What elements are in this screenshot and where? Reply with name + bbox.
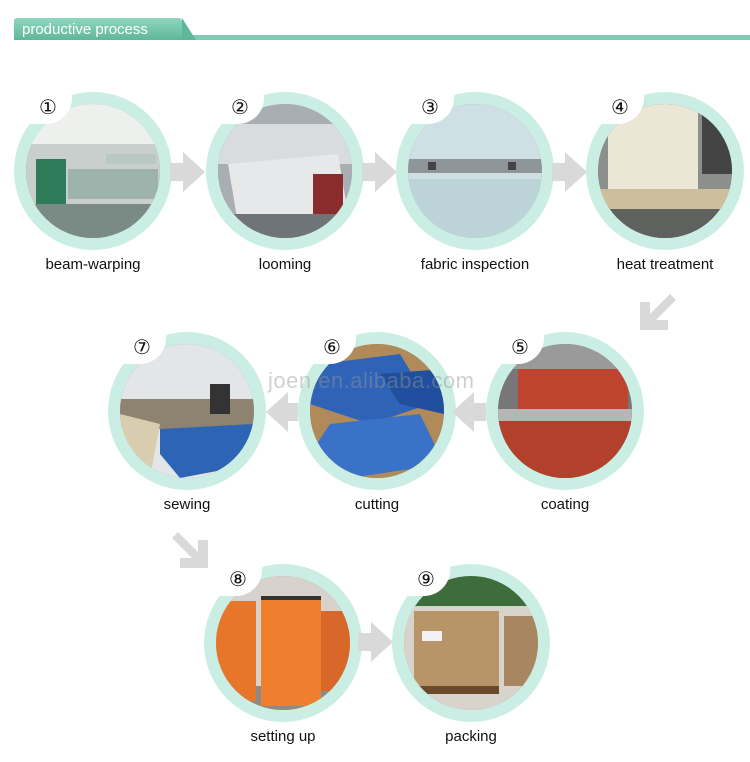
coating-photo bbox=[498, 344, 632, 478]
step-number: ① bbox=[24, 90, 72, 124]
arrow-shaft bbox=[472, 403, 486, 421]
step-label: sewing bbox=[163, 496, 211, 513]
watermark: joen.en.alibaba.com bbox=[268, 368, 475, 393]
section-title: productive process bbox=[22, 21, 148, 38]
step-label: setting up bbox=[250, 728, 316, 745]
arrow-shaft bbox=[552, 163, 566, 181]
arrow-right-icon bbox=[371, 622, 393, 662]
arrow-left-icon bbox=[452, 392, 474, 432]
arrow-down-right-icon bbox=[172, 532, 208, 568]
step-label: fabric inspection bbox=[420, 256, 530, 273]
arrow-right-icon bbox=[375, 152, 397, 192]
arrow-shaft bbox=[170, 163, 184, 181]
arrow-shaft bbox=[362, 163, 376, 181]
step-label: looming bbox=[258, 256, 312, 273]
packing-photo bbox=[404, 576, 538, 710]
header-rule bbox=[14, 35, 750, 40]
arrow-shaft bbox=[286, 403, 298, 421]
header-tab bbox=[14, 18, 196, 40]
step-label: heat treatment bbox=[616, 256, 714, 273]
beam-warping-photo bbox=[26, 104, 160, 238]
arrow-right-icon bbox=[183, 152, 205, 192]
arrow-left-icon bbox=[266, 392, 288, 432]
sewing-photo bbox=[120, 344, 254, 478]
step-label: coating bbox=[540, 496, 590, 513]
arrow-down-left-icon bbox=[640, 294, 676, 330]
arrow-right-icon bbox=[565, 152, 587, 192]
step-number: ⑨ bbox=[402, 562, 450, 596]
looming-photo bbox=[218, 104, 352, 238]
step-label: cutting bbox=[354, 496, 400, 513]
step-label: packing bbox=[445, 728, 497, 745]
step-number: ⑥ bbox=[308, 330, 356, 364]
arrow-shaft bbox=[358, 633, 372, 651]
heat-treatment-photo bbox=[598, 104, 732, 238]
fabric-inspection-photo bbox=[408, 104, 542, 238]
cutting-photo bbox=[310, 344, 444, 478]
step-label: beam-warping bbox=[45, 256, 141, 273]
setting-up-photo bbox=[216, 576, 350, 710]
